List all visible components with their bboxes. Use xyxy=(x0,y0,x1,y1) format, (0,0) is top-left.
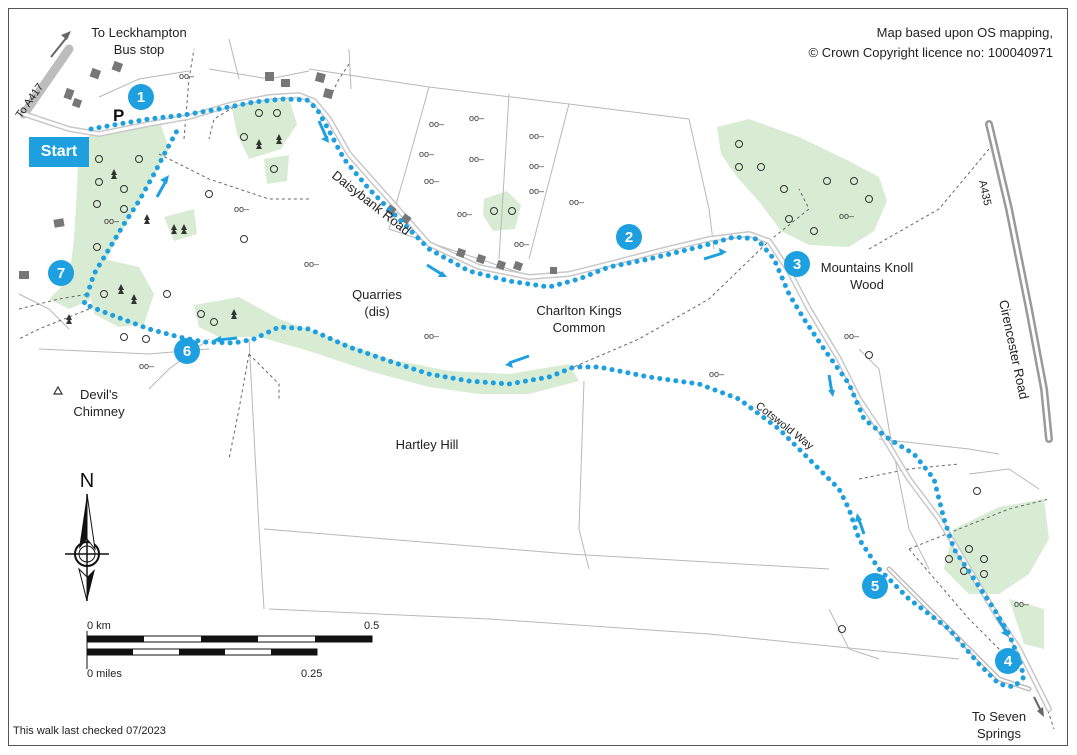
label-leckhampton-1: To Leckhampton xyxy=(91,25,186,40)
woodland-small-1 xyxy=(264,155,289,184)
svg-text:oo–: oo– xyxy=(457,209,472,219)
road-a417 xyxy=(19,44,74,119)
arrow-north-west xyxy=(155,175,169,198)
waypoints[interactable]: 1 2 3 4 5 6 7 xyxy=(48,84,1021,674)
svg-text:oo–: oo– xyxy=(529,186,544,196)
edge-arrows xyxy=(50,31,1044,717)
svg-text:oo–: oo– xyxy=(469,113,484,123)
svg-text:3: 3 xyxy=(793,256,801,273)
label-quarries-1: Quarries xyxy=(352,287,402,302)
arrow-daisybank-start xyxy=(317,120,329,143)
road-south-inner xyxy=(888,568,1030,690)
svg-text:4: 4 xyxy=(1004,653,1013,670)
label-charlton-1: Charlton Kings xyxy=(536,303,622,318)
road-a435-inner xyxy=(987,122,1051,441)
conifer-symbols xyxy=(66,134,282,324)
label-devils-1: Devil's xyxy=(80,387,118,402)
north-label: N xyxy=(80,470,94,492)
woodland-quarry-strip xyxy=(194,297,579,394)
svg-text:oo–: oo– xyxy=(234,204,249,214)
svg-text:oo–: oo– xyxy=(139,361,154,371)
svg-text:6: 6 xyxy=(183,343,191,360)
arrow-down-4 xyxy=(995,616,1009,637)
svg-text:oo–: oo– xyxy=(419,149,434,159)
woodland-north xyxy=(231,99,297,159)
arrow-to-leckhampton xyxy=(50,31,71,58)
arrow-to-seven-springs xyxy=(1033,696,1044,717)
svg-text:oo–: oo– xyxy=(429,119,444,129)
arrow-quarry xyxy=(505,354,530,368)
svg-text:oo–: oo– xyxy=(844,331,859,341)
rough-grassland-symbols: oo–oo–oo– oo–oo–oo– oo–oo–oo– oo–oo–oo– … xyxy=(104,71,1029,609)
scale-km-start: 0 km xyxy=(87,620,111,632)
waypoint-4[interactable]: 4 xyxy=(995,648,1021,674)
svg-text:oo–: oo– xyxy=(179,71,194,81)
label-quarries-2: (dis) xyxy=(364,304,389,319)
waypoint-3[interactable]: 3 xyxy=(784,251,810,277)
arrow-down-3 xyxy=(827,374,835,397)
scale-km-end: 0.5 xyxy=(364,620,379,632)
svg-text:1: 1 xyxy=(137,89,145,106)
svg-text:oo–: oo– xyxy=(104,216,119,226)
svg-text:7: 7 xyxy=(57,265,65,282)
label-seven-2: Springs xyxy=(977,726,1022,741)
svg-text:oo–: oo– xyxy=(424,176,439,186)
label-hartley-hill: Hartley Hill xyxy=(396,437,459,452)
svg-text:oo–: oo– xyxy=(514,239,529,249)
buildings xyxy=(19,60,557,279)
svg-text:oo–: oo– xyxy=(839,211,854,221)
svg-text:oo–: oo– xyxy=(424,331,439,341)
svg-text:oo–: oo– xyxy=(469,154,484,164)
arrow-daisybank xyxy=(426,263,447,277)
label-leckhampton-2: Bus stop xyxy=(114,42,165,57)
scale-bar: 0 km 0.5 0 miles 0.25 xyxy=(86,620,379,680)
waypoint-6[interactable]: 6 xyxy=(174,338,200,364)
waypoint-2[interactable]: 2 xyxy=(616,224,642,250)
label-a435: A435 xyxy=(976,179,993,207)
route-arrows xyxy=(155,120,1009,637)
tree-symbols xyxy=(93,109,988,633)
label-charlton-2: Common xyxy=(553,320,606,335)
devils-chimney-symbol xyxy=(52,385,64,395)
route-path[interactable] xyxy=(80,96,1027,690)
woodland-south-east xyxy=(944,499,1049,594)
arrow-at-6 xyxy=(213,336,238,343)
woodland-mountains-knoll xyxy=(717,119,887,247)
parking-symbol: P xyxy=(113,106,124,125)
start-label: Start xyxy=(29,137,89,167)
map-frame: oo–oo–oo– oo–oo–oo– oo–oo–oo– oo–oo–oo– … xyxy=(8,8,1068,746)
copyright-line-1: Map based upon OS mapping, xyxy=(876,25,1053,40)
waypoint-5[interactable]: 5 xyxy=(862,573,888,599)
walking-route[interactable] xyxy=(80,96,1027,690)
woodland-far-south-east xyxy=(1009,599,1044,649)
waypoint-1[interactable]: 1 xyxy=(128,84,154,110)
arrow-up-5 xyxy=(855,513,866,535)
scale-mi-start: 0 miles xyxy=(87,668,122,680)
woodland-small-2 xyxy=(164,209,197,241)
svg-text:oo–: oo– xyxy=(1014,599,1029,609)
copyright-notice: Map based upon OS mapping, © Crown Copyr… xyxy=(809,23,1053,63)
last-checked-note: This walk last checked 07/2023 xyxy=(13,725,166,737)
copyright-line-2: © Crown Copyright licence no: 100040971 xyxy=(808,45,1053,60)
svg-text:oo–: oo– xyxy=(569,197,584,207)
map-canvas[interactable]: oo–oo–oo– oo–oo–oo– oo–oo–oo– oo–oo–oo– … xyxy=(9,9,1068,746)
svg-text:oo–: oo– xyxy=(529,131,544,141)
arrow-to-3 xyxy=(703,248,727,261)
svg-text:oo–: oo– xyxy=(529,161,544,171)
svg-text:oo–: oo– xyxy=(304,259,319,269)
label-mountains-2: Wood xyxy=(850,277,884,292)
waypoint-7[interactable]: 7 xyxy=(48,260,74,286)
label-seven-1: To Seven xyxy=(972,709,1026,724)
svg-text:oo–: oo– xyxy=(709,369,724,379)
scale-mi-end: 0.25 xyxy=(301,668,322,680)
svg-text:5: 5 xyxy=(871,578,879,595)
svg-text:2: 2 xyxy=(625,229,633,246)
north-arrow: N xyxy=(65,470,109,602)
label-mountains-1: Mountains Knoll xyxy=(821,260,914,275)
label-cotswold-way: Cotswold Way xyxy=(753,400,816,453)
label-devils-2: Chimney xyxy=(73,404,125,419)
